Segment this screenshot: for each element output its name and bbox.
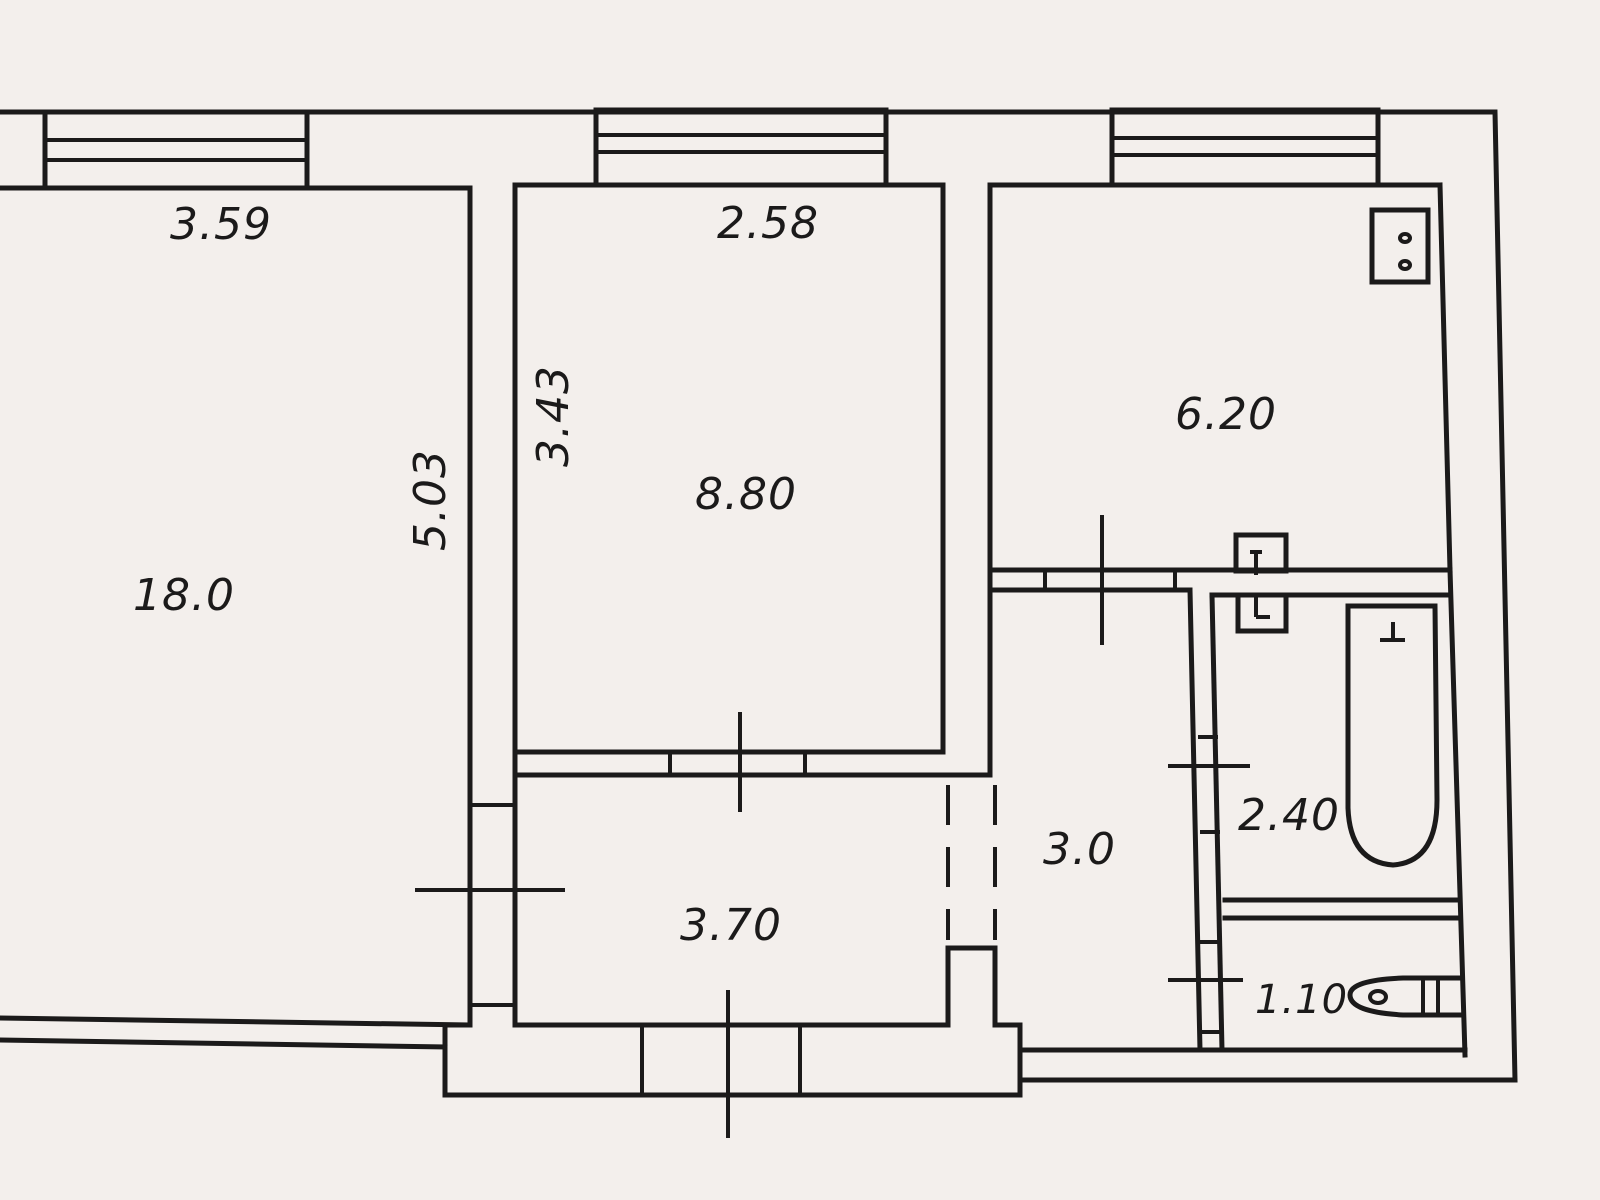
stove-icon: [1369, 207, 1431, 285]
window-kitchen: [1109, 107, 1381, 188]
room-hallway: [442, 785, 1023, 1098]
living-room-area-label: 18.0: [133, 570, 235, 621]
partition-living-hall: [470, 803, 515, 1007]
room-bedroom: [512, 182, 993, 1028]
living-room-length-label: 5.03: [404, 449, 456, 551]
living-room-width-label: 3.59: [170, 199, 272, 250]
room-living-room: [0, 185, 473, 1050]
room-kitchen: [987, 182, 1453, 778]
door-marks: [415, 515, 1250, 1138]
room-corridor: [1017, 587, 1468, 1053]
window-living-room: [42, 109, 310, 191]
bedroom-length-label: 3.43: [527, 365, 579, 467]
toilet-area-label: 1.10: [1255, 977, 1349, 1023]
bathtub-icon: [1345, 603, 1440, 868]
hallway-area-label: 3.70: [680, 900, 782, 951]
toilet-icon: [1347, 975, 1463, 1018]
bedroom-area-label: 8.80: [695, 469, 797, 520]
room-bathroom: [1222, 567, 1468, 1058]
kitchen-area-label: 6.20: [1175, 389, 1277, 440]
bedroom-width-label: 2.58: [717, 198, 819, 249]
window-bedroom: [593, 107, 889, 188]
bathroom-area-label: 2.40: [1238, 790, 1340, 841]
ventilation-shaft-icon: [1233, 532, 1289, 634]
corridor-area-label: 3.0: [1043, 824, 1116, 875]
